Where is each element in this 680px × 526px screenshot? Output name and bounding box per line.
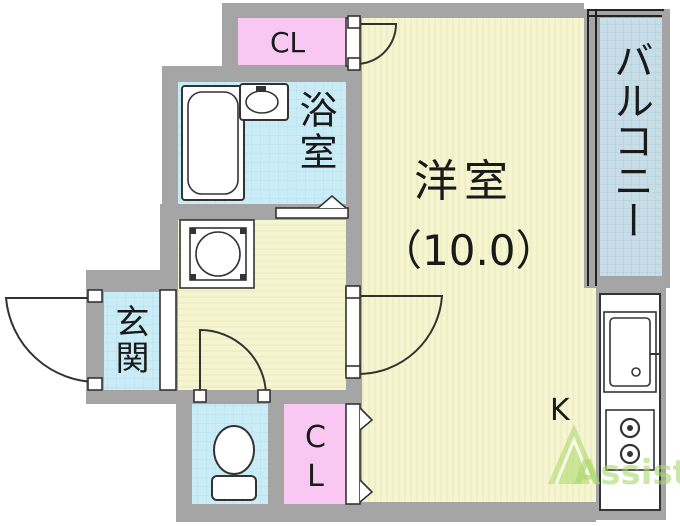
balcony-label: バルコニー: [607, 40, 653, 240]
closet-bottom-door-icon: [345, 403, 374, 505]
closet-top-door-icon: [345, 15, 398, 71]
toilet-icon: [211, 425, 257, 501]
room-door-icon: [345, 285, 444, 379]
toilet-door-icon: [193, 328, 271, 403]
closet-bottom-area: [284, 404, 346, 504]
washbasin-icon: [239, 83, 289, 121]
balcony-area: [600, 18, 662, 276]
balcony-window: [587, 6, 662, 286]
watermark-text: Assist: [574, 453, 680, 493]
western-room-label: 洋室: [414, 156, 514, 207]
entrance-label: 玄関: [109, 304, 149, 376]
sink-icon: [609, 317, 660, 387]
bathtub-icon: [181, 85, 245, 201]
entrance-area: [104, 292, 160, 390]
closet-bottom-label: CL: [298, 420, 333, 498]
bath-label: 浴室: [293, 90, 337, 174]
washing-machine-space-icon: [179, 219, 255, 289]
bathroom-door-sill: [275, 194, 349, 219]
front-door-icon: [4, 289, 103, 391]
closet-top-area: [238, 18, 346, 65]
western-room-floor: [362, 18, 584, 295]
kitchen-label: K: [550, 393, 570, 428]
entrance-step: [159, 289, 177, 391]
closet-top-label: CL: [270, 26, 306, 59]
watermark-logo: [548, 424, 600, 485]
western-room-size: （10.0）: [380, 226, 558, 275]
stove-icon: [605, 409, 655, 471]
